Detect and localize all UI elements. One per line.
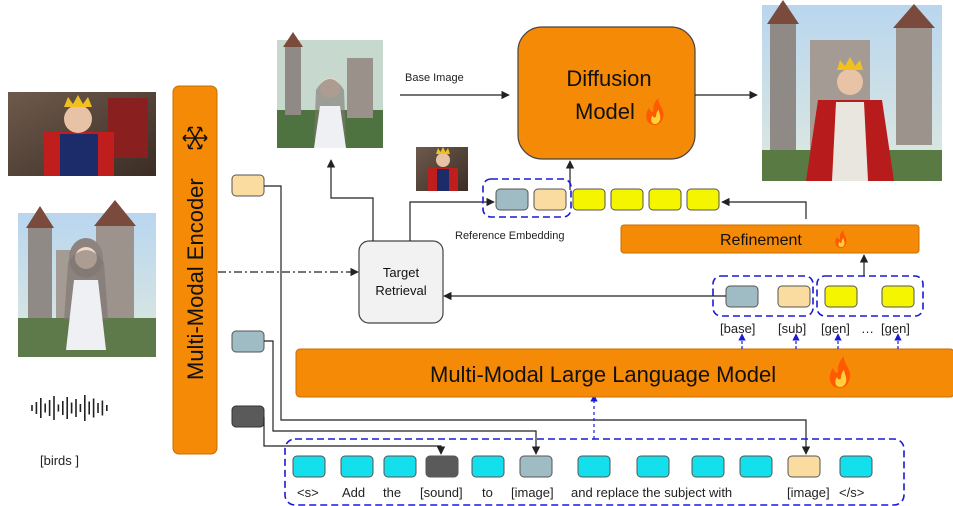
refined-token-4 [686,188,720,211]
retrieval-label-line1: Target [383,265,420,280]
connector-base-to-prompt [264,340,541,455]
multi-modal-encoder-block: Multi-Modal Encoder [172,85,218,455]
prompt-token-to-box [471,455,505,478]
mllm-block: Multi-Modal Large Language Model [295,348,953,398]
output-token-base [725,285,759,308]
refined-token-1 [572,188,606,211]
mllm-label: Multi-Modal Large Language Model [430,362,776,387]
prompt-token-end-box [839,455,873,478]
retrieved-base-image [277,32,383,148]
base-image-label: Base Image [405,72,464,84]
output-token-sub [777,285,811,308]
audio-waveform-icon [31,395,108,421]
encoder-token-sound [231,405,265,428]
output-token-label: [sub] [778,321,806,336]
connector-retrieval-to-base-image [326,159,374,241]
flame-icon [835,230,847,248]
connector-refinement-to-tokens [721,197,807,219]
connector-sound-to-prompt [263,417,446,455]
refined-token-3 [648,188,682,211]
output-token-group-generation [816,275,924,317]
encoder-token-image-base [231,330,265,353]
diffusion-label-line2: Model [575,99,635,124]
prompt-token-label: </s> [839,485,864,500]
reference-token-base [495,188,529,211]
snowflake-icon [182,126,208,150]
prompt-token-replace-box [636,455,670,478]
reference-token-sub [533,188,567,211]
prompt-token-image-1-box [519,455,553,478]
prompt-token-add-box [340,455,374,478]
diffusion-model-block: Diffusion Model [517,26,696,160]
output-token-gen-1 [824,285,858,308]
prompt-token-s-box [292,455,326,478]
prompt-token-label: [image] [511,485,554,500]
prompt-token-row: <s> Add the [sound] to [image] and replace the… [292,455,873,500]
prompt-token-label: [sound] [420,485,463,500]
prompt-token-the-subject-box [691,455,725,478]
prompt-token-label: <s> [297,485,319,500]
reference-image-king-small [416,147,468,191]
prompt-token-label: and replace the subject with [571,485,732,500]
refined-token-2 [610,188,644,211]
output-image-king-castle [762,0,942,181]
prompt-token-label: [image] [787,485,830,500]
prompt-token-the-box [383,455,417,478]
prompt-token-label: Add [342,485,365,500]
reference-embedding-group [482,178,572,218]
prompt-token-label: the [383,485,401,500]
flame-icon [646,98,664,125]
connector-retrieval-to-reference [409,197,495,241]
prompt-token-image-2-box [787,455,821,478]
audio-label: [birds ] [40,453,79,468]
input-image-anime-castle [18,200,156,357]
output-token-label: … [861,321,874,336]
prompt-token-label: to [482,485,493,500]
output-token-label: [gen] [821,321,850,336]
connector-subject-to-prompt [264,185,811,455]
output-token-label: [gen] [881,321,910,336]
prompt-token-and-box [577,455,611,478]
refinement-block: Refinement [620,224,920,254]
retrieval-label-line2: Retrieval [375,283,426,298]
prompt-token-with-box [739,455,773,478]
refinement-label: Refinement [720,232,802,249]
output-token-labels: [base] [sub] [gen] … [gen] [720,321,910,336]
output-token-gen-2 [881,285,915,308]
diffusion-label-line1: Diffusion [566,66,651,91]
input-image-king [8,92,156,176]
reference-embedding-label: Reference Embedding [455,230,564,242]
output-token-label: [base] [720,321,755,336]
target-retrieval-block: Target Retrieval [358,240,444,324]
encoder-label: Multi-Modal Encoder [183,178,208,380]
prompt-token-sound-box [425,455,459,478]
encoder-token-image-subject [231,174,265,197]
flame-icon [829,356,851,388]
